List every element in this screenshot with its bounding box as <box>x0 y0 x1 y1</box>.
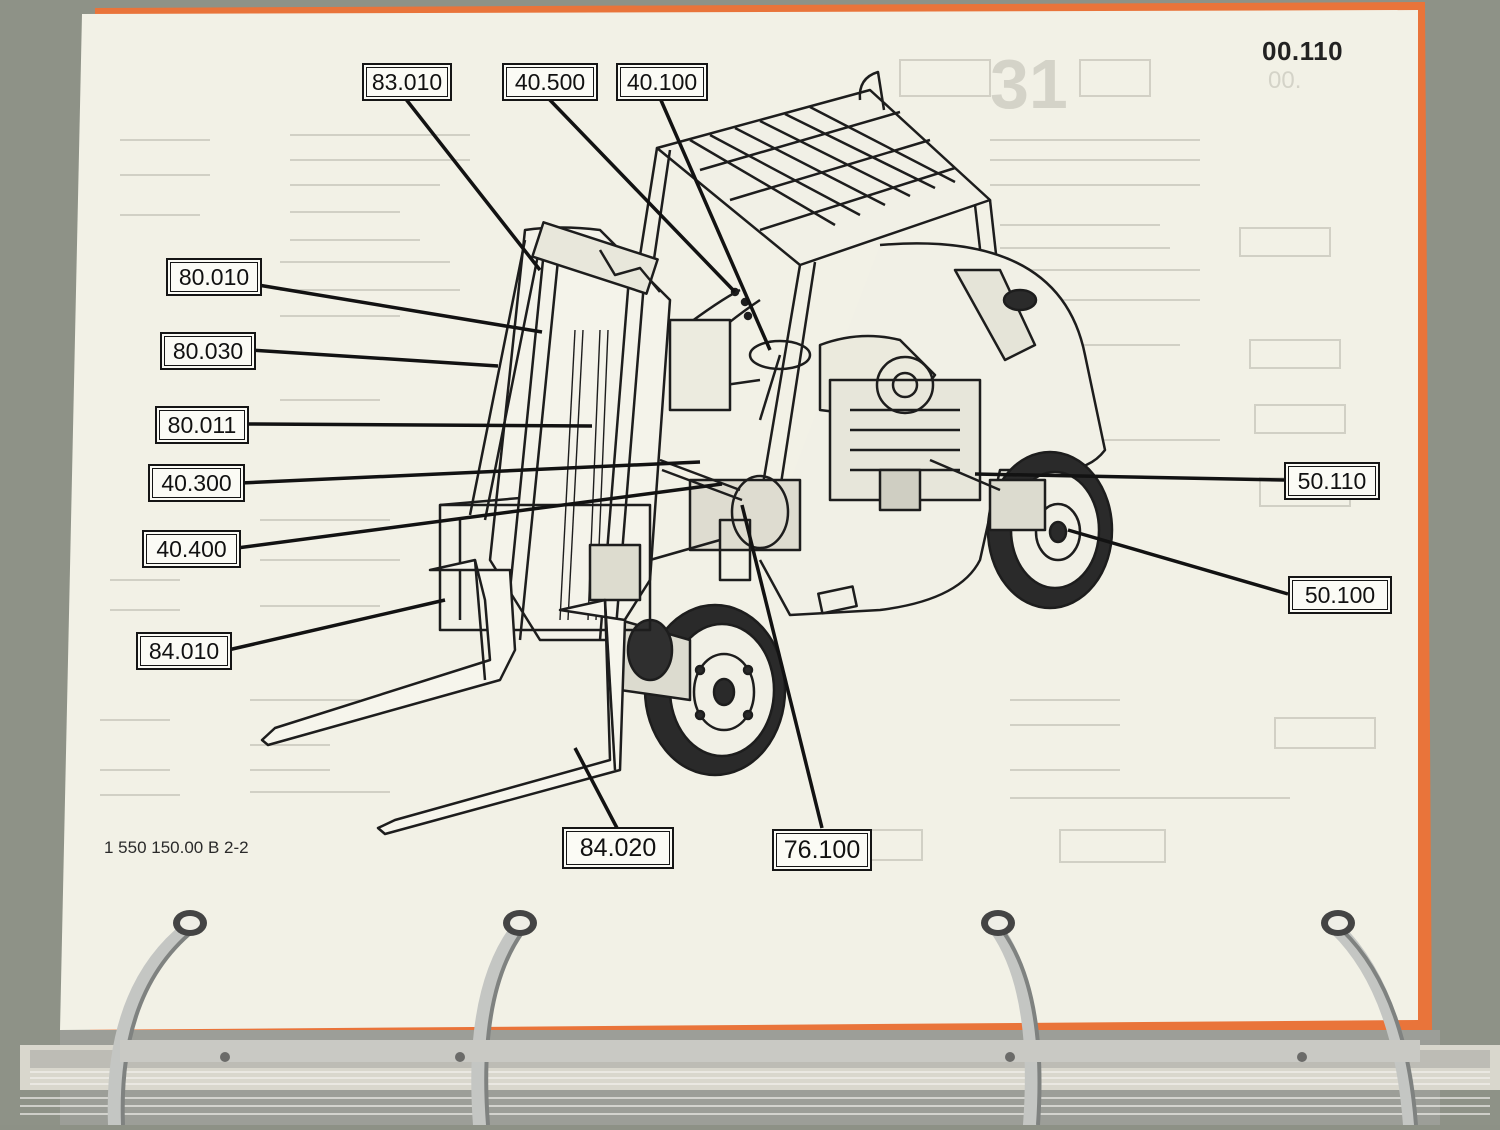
binder-rings <box>20 910 1500 1130</box>
forklift-drawing <box>260 70 1114 836</box>
leader-lines <box>227 96 1289 829</box>
callout-40500[interactable]: 40.500 <box>502 63 598 101</box>
callout-83010[interactable]: 83.010 <box>362 63 452 101</box>
callout-84020[interactable]: 84.020 <box>562 827 674 869</box>
callout-84010[interactable]: 84.010 <box>136 632 232 670</box>
right-fork <box>376 598 627 836</box>
show-through-big-number: 31 <box>990 45 1068 123</box>
left-fork <box>260 558 517 747</box>
drawing-reference-code: 1 550 150.00 B 2-2 <box>104 838 249 857</box>
callout-50110[interactable]: 50.110 <box>1284 462 1380 500</box>
svg-text:00.: 00. <box>1268 67 1301 94</box>
callout-50100[interactable]: 50.100 <box>1288 576 1392 614</box>
callout-80011[interactable]: 80.011 <box>155 406 249 444</box>
callout-80010[interactable]: 80.010 <box>166 258 262 296</box>
callout-40300[interactable]: 40.300 <box>148 464 245 502</box>
callout-40400[interactable]: 40.400 <box>142 530 241 568</box>
callout-76100[interactable]: 76.100 <box>772 829 872 871</box>
callout-40100[interactable]: 40.100 <box>616 63 708 101</box>
callout-80030[interactable]: 80.030 <box>160 332 256 370</box>
page-number: 00.110 <box>1262 36 1344 66</box>
